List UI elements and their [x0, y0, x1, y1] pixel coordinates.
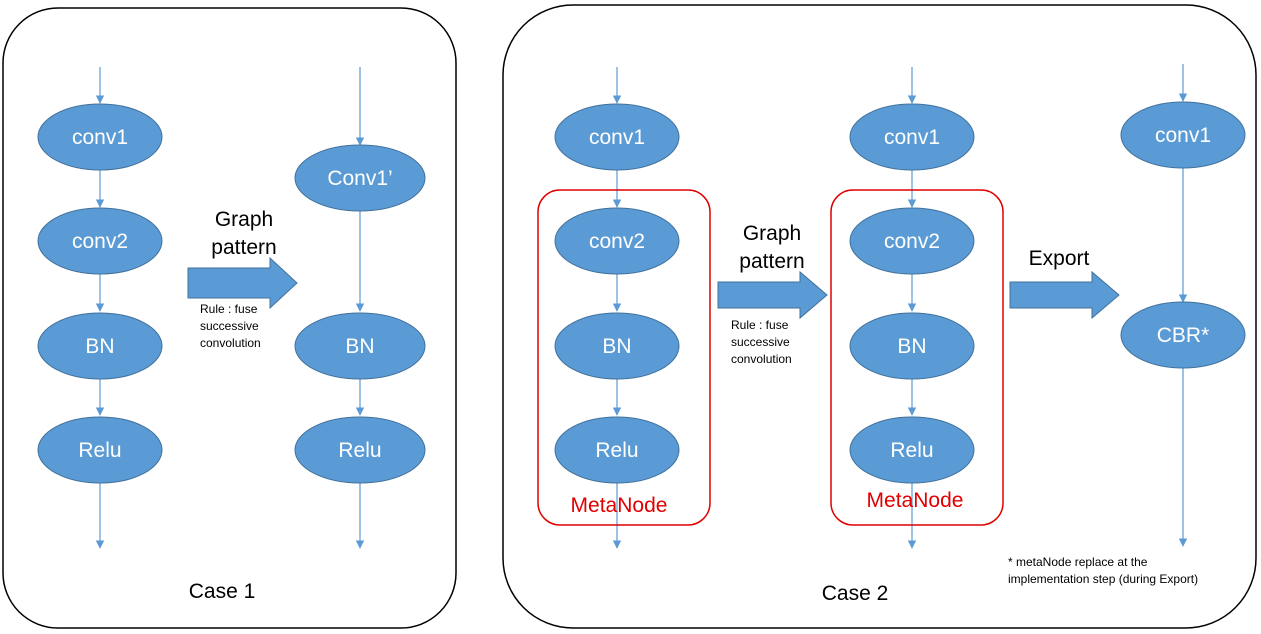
- node-label: conv1: [72, 126, 128, 149]
- case2-before-column: MetaNode conv1 conv2 BN Relu: [537, 67, 711, 549]
- node-bn: [294, 312, 426, 380]
- node-relu: [554, 416, 680, 484]
- node-label: Relu: [78, 439, 121, 462]
- node-relu: [37, 416, 163, 484]
- case1-transform: Graph pattern Rule : fuse successive con…: [187, 208, 298, 350]
- export-arrow: [1009, 270, 1120, 320]
- case2-label: Case 2: [822, 582, 889, 605]
- node-relu: [294, 416, 426, 484]
- node-conv1-fused: [294, 144, 426, 212]
- case2-panel: [502, 4, 1257, 629]
- rule-line2: successive: [731, 335, 790, 349]
- transform-arrow: [717, 270, 828, 320]
- rule-line3: convolution: [200, 336, 261, 350]
- node-conv1: [554, 103, 680, 171]
- export-transform: Export: [1009, 247, 1120, 320]
- node-bn: [849, 312, 975, 380]
- case2-export-column: conv1 CBR*: [1120, 64, 1246, 547]
- node-conv1: [1120, 101, 1246, 169]
- case1-label: Case 1: [189, 580, 256, 603]
- node-label: conv2: [72, 230, 128, 253]
- node-label: Relu: [890, 439, 933, 462]
- node-label: CBR*: [1157, 324, 1210, 347]
- node-label: BN: [85, 335, 114, 358]
- node-conv2: [849, 207, 975, 275]
- case1-before-column: conv1 conv2 BN Relu: [37, 67, 163, 549]
- footnote-line1: * metaNode replace at the: [1008, 555, 1148, 569]
- node-label: BN: [345, 335, 374, 358]
- node-label: Relu: [338, 439, 381, 462]
- transform-title-line1: Graph: [743, 222, 801, 245]
- node-label: Conv1’: [327, 167, 392, 190]
- node-label: BN: [602, 335, 631, 358]
- node-label: conv2: [589, 230, 645, 253]
- node-label: conv1: [589, 126, 645, 149]
- node-label: conv2: [884, 230, 940, 253]
- node-bn: [37, 312, 163, 380]
- rule-line3: convolution: [731, 352, 792, 366]
- case2-transform: Graph pattern Rule : fuse successive con…: [717, 222, 828, 366]
- node-relu: [849, 416, 975, 484]
- transform-arrow: [187, 256, 298, 310]
- node-conv2: [37, 207, 163, 275]
- node-label: Relu: [595, 439, 638, 462]
- node-label: conv1: [884, 126, 940, 149]
- node-cbr: [1120, 301, 1246, 369]
- case1-panel: [2, 7, 457, 629]
- node-label: conv1: [1155, 124, 1211, 147]
- footnote-line2: implementation step (during Export): [1008, 572, 1198, 586]
- node-label: BN: [897, 335, 926, 358]
- metanode-box: [830, 189, 1004, 526]
- case2-middle-column: MetaNode conv1 conv2 BN Relu: [830, 67, 1004, 549]
- node-conv1: [37, 103, 163, 171]
- node-conv1: [849, 103, 975, 171]
- transform-title-line2: pattern: [211, 236, 276, 259]
- metanode-label: MetaNode: [571, 494, 668, 517]
- transform-title-line2: pattern: [739, 250, 804, 273]
- transform-title-line1: Graph: [215, 208, 273, 231]
- metanode-box: [537, 189, 711, 526]
- node-bn: [554, 312, 680, 380]
- case1-after-column: Conv1’ BN Relu: [294, 67, 426, 549]
- rule-line1: Rule : fuse: [731, 318, 789, 332]
- export-label: Export: [1029, 247, 1090, 270]
- node-conv2: [554, 207, 680, 275]
- rule-line2: successive: [200, 319, 259, 333]
- metanode-label: MetaNode: [867, 489, 964, 512]
- rule-line1: Rule : fuse: [200, 302, 258, 316]
